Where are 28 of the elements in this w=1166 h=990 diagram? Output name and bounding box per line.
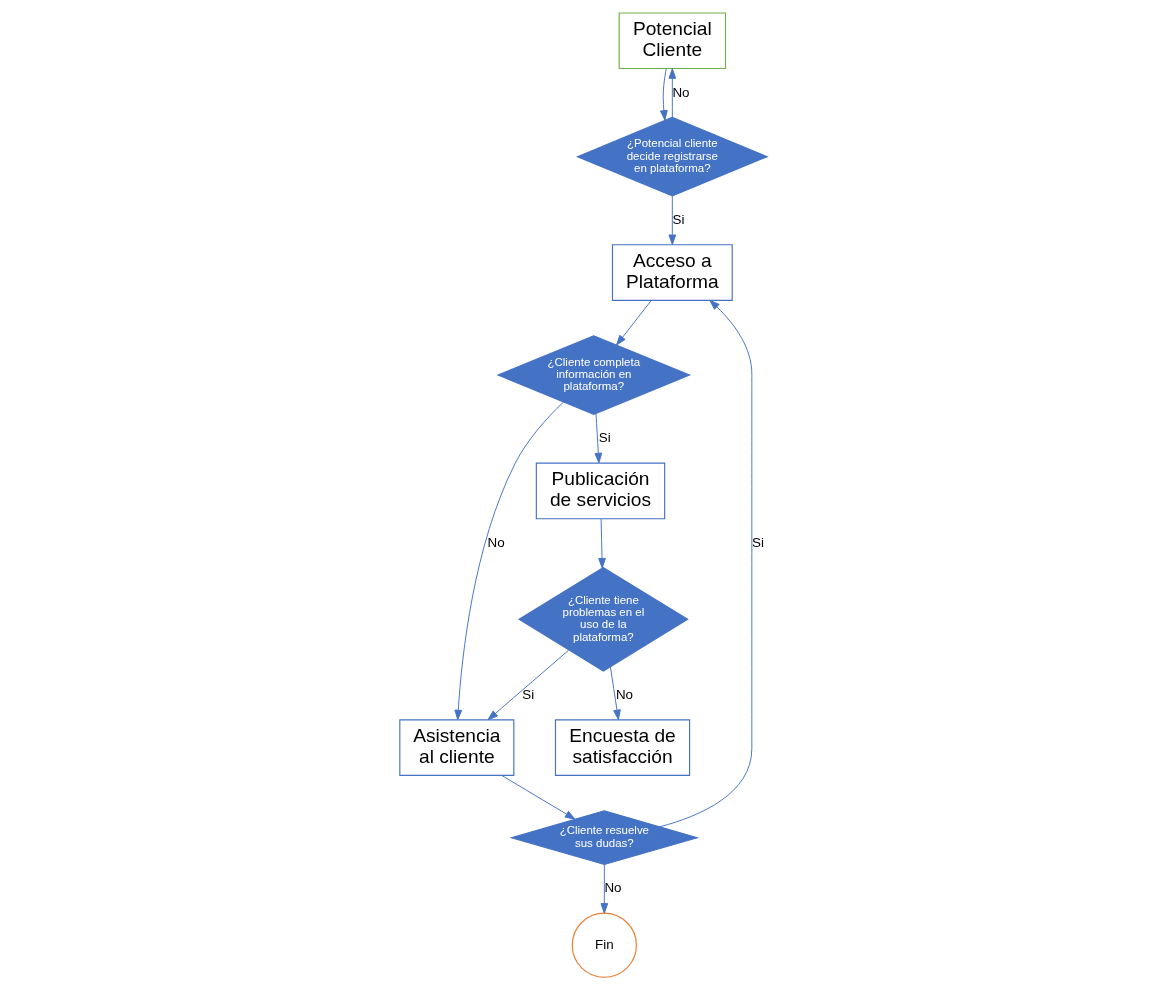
edge-label: Si — [672, 211, 685, 227]
arrow — [615, 299, 652, 346]
edge-label: No — [487, 534, 505, 550]
arrow — [453, 401, 564, 721]
edge-label: No — [671, 84, 690, 100]
node-diamond: ¿Cliente tiene problemas en el uso de la plataforma? — [517, 566, 689, 672]
arrow — [668, 195, 676, 246]
edge-label: Si — [598, 430, 611, 446]
arrow — [487, 649, 569, 721]
arrow — [658, 299, 752, 828]
arrow — [668, 68, 676, 118]
arrow — [600, 864, 608, 914]
arrow — [594, 413, 602, 464]
edge-label: Si — [751, 534, 764, 550]
node-diamond: ¿Potencial cliente decide registrarse en plataforma? — [575, 116, 769, 197]
node-box: Acceso a Plataforma — [611, 244, 733, 301]
node-box: Potencial Cliente — [618, 12, 726, 70]
arrow — [659, 68, 668, 121]
edge-label: No — [603, 880, 622, 896]
node-box: Encuesta de satisfacción — [554, 719, 690, 776]
edge-label: No — [615, 686, 633, 702]
arrow — [609, 666, 621, 721]
node-box: Publicación de servicios — [535, 462, 665, 520]
node-circle: Fin — [571, 912, 637, 978]
edge-label: Si — [521, 686, 534, 702]
arrow — [500, 775, 575, 820]
node-box: Asistencia al cliente — [398, 719, 514, 776]
arrow — [597, 518, 606, 569]
